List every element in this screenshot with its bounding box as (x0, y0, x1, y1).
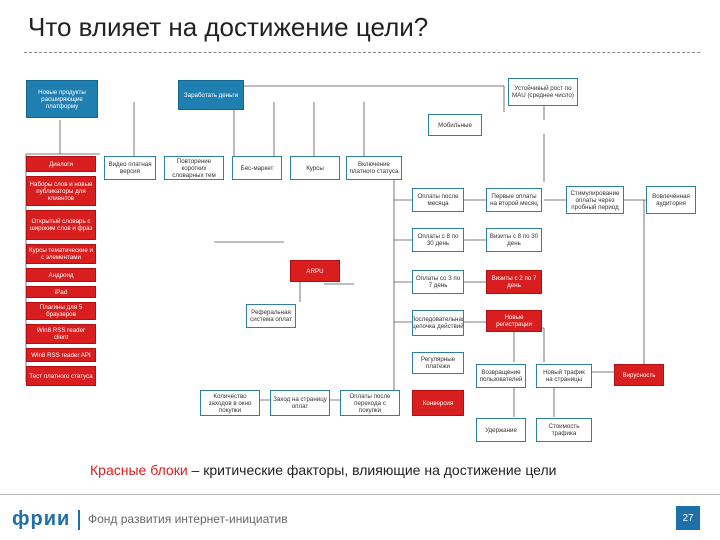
block-video-version: Видео платная версия (104, 156, 156, 180)
factor-diagram: Новые продукты расширяющие платформу Зар… (24, 72, 700, 452)
block-android: Андроид (26, 268, 96, 282)
block-cost: Стоимость трафика (536, 418, 592, 442)
block-new-products: Новые продукты расширяющие платформу (26, 80, 98, 118)
block-pay-after: Оплаты после перехода с покупки (340, 390, 400, 416)
block-new-reg: Новый трафик на страницы (536, 364, 592, 388)
block-conversion: Конверсия (412, 390, 464, 416)
block-courses: Курсы (290, 156, 340, 180)
block-arpu: ARPU (290, 260, 340, 282)
caption-rest: – критические факторы, влияющие на дости… (187, 462, 557, 478)
block-pay-3-7: Оплаты со 3 по 7 день (412, 270, 464, 294)
block-mobile: Мобильные (428, 114, 482, 136)
block-virality: Вирусность (614, 364, 664, 386)
block-plugins: Плагины для 5 браузеров (26, 302, 96, 320)
block-new-user: Новые регистрации (486, 310, 542, 332)
block-regular: Регулярные платежи (412, 352, 464, 374)
block-courses-theme: Курсы тематические и с элементами (26, 244, 96, 264)
block-pay-1: Оплаты после месяца (412, 188, 464, 212)
frii-logo: фрии (12, 508, 71, 530)
caption-red-part: Красные блоки (90, 462, 188, 478)
block-open-dictionary: Открытый словарь с широким слов и фраз (26, 210, 96, 240)
logo-separator (78, 510, 80, 530)
block-visits-2-7: Визиты с 2 по 7 день (486, 270, 542, 294)
footer-divider (0, 494, 720, 495)
block-word-sets: Наборы слов и новые публикаторы для клие… (26, 176, 96, 206)
block-bes-market: Бес-маркет (232, 156, 282, 180)
title-divider (24, 52, 700, 53)
block-visit-page: Заход на страницу оплат (270, 390, 330, 416)
block-ipad: iPad (26, 286, 96, 298)
legend-caption: Красные блоки – критические факторы, вли… (90, 462, 557, 478)
block-retention: Удержание (476, 418, 526, 442)
block-growth-mau: Устойчивый рост по MAU (среднее число) (508, 78, 578, 106)
block-involved-audience: Вовлечённая аудитория (646, 186, 696, 214)
block-returns: Возвращение пользователей (476, 364, 526, 388)
block-chain: Последовательная цепочка действий (412, 310, 464, 336)
block-incl-pay: Включение платного статуса (346, 156, 402, 180)
block-win8-api: Win8 RSS reader API (26, 348, 96, 362)
block-pay-8-30: Оплаты с 8 по 30 день (412, 228, 464, 252)
page-title: Что влияет на достижение цели? (28, 12, 429, 42)
block-earn-money: Заработать деньги (178, 80, 244, 110)
block-win8-reader: Win8 RSS reader client (26, 324, 96, 344)
page-number: 27 (676, 506, 700, 530)
block-dialogs: Диалоги (26, 156, 96, 172)
block-visits-8-30: Визиты с 8 по 30 день (486, 228, 542, 252)
block-first-pay: Первые оплаты на второй месяц (486, 188, 542, 212)
block-ref-pay: Реферальная система оплат (246, 304, 296, 328)
block-stim-pay: Стимулирование оплаты через пробный пери… (566, 186, 624, 214)
block-funnel-click: Количество заходов в окно покупки (200, 390, 260, 416)
block-test-status: Тест платного статуса (26, 366, 96, 386)
block-repeat-words: Повторение коротких словарных тем (164, 156, 224, 180)
fund-name: Фонд развития интернет-инициатив (88, 512, 288, 526)
